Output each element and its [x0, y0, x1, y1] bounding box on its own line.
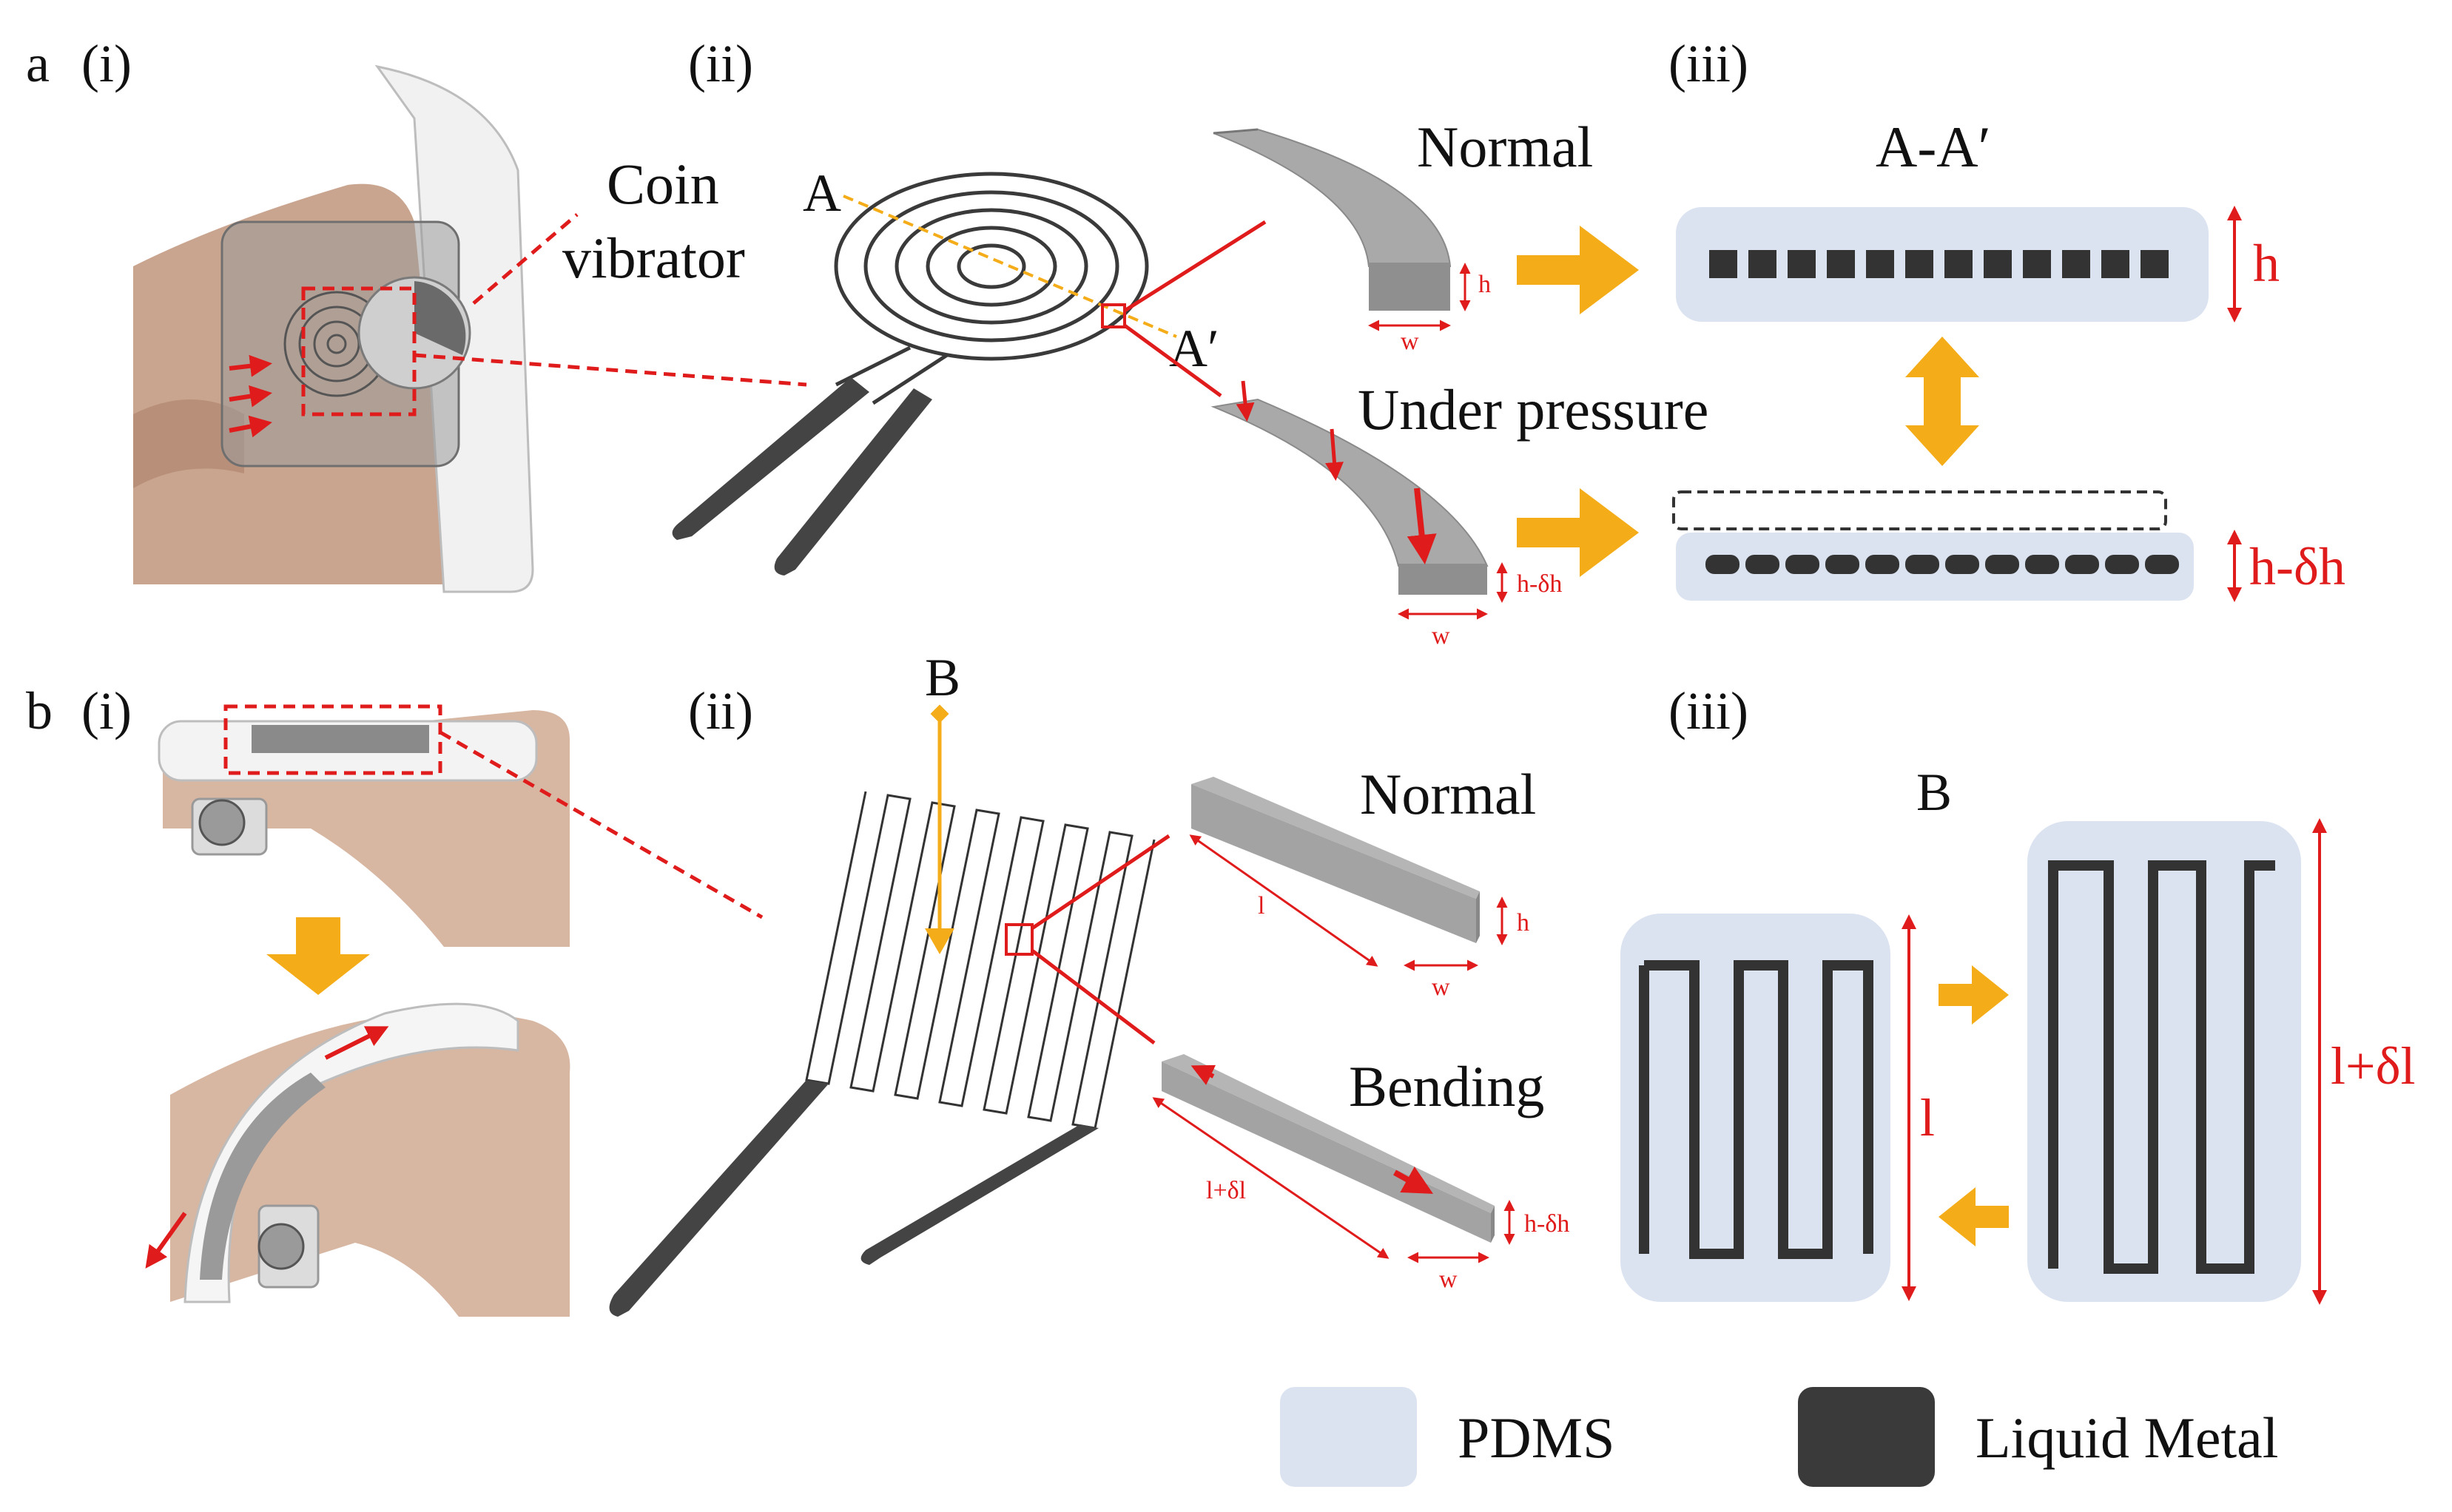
dim-w-small-a: w	[1401, 328, 1419, 355]
label-a: A	[803, 163, 841, 223]
zoom-box-b-ii	[1005, 923, 1034, 956]
yellow-double-arrow	[1905, 337, 1979, 466]
zoom-box-b	[223, 704, 442, 775]
finger-straight-illustration	[158, 704, 570, 947]
ring-device-illustration	[133, 64, 534, 593]
finger-bent-illustration	[145, 1002, 570, 1317]
dim-h-big: h	[2253, 234, 2280, 293]
yellow-arrow-normal	[1517, 226, 1639, 314]
panel-a-sub-ii: (ii)	[688, 34, 753, 93]
panel-b-sub-i: (i)	[81, 681, 132, 740]
panel-a: a (i) Coin vibrator (ii)	[26, 34, 2345, 649]
yellow-arrow-left-b	[1939, 1187, 2009, 1246]
panel-b-letter: b	[26, 681, 53, 740]
panel-b: b (i) (ii) B	[26, 648, 2416, 1317]
zoom-box-a	[301, 286, 417, 416]
spiral-lead-right	[774, 388, 932, 576]
metal-dashes-pressed	[1705, 555, 2179, 574]
dim-w-small-b: w	[1432, 973, 1450, 1001]
serpentine-lead-left	[609, 1080, 829, 1317]
dim-l-dl-big: l+δl	[2331, 1036, 2416, 1096]
coin-label-line1: Coin	[607, 152, 719, 216]
legend: PDMS Liquid Metal	[1280, 1387, 2278, 1487]
label-a-prime: A′	[1169, 319, 1219, 378]
dim-l-dl-small-b: l+δl	[1206, 1177, 1246, 1204]
label-under-pressure: Under pressure	[1358, 377, 1708, 442]
label-normal-b: Normal	[1360, 762, 1536, 826]
spiral-lead-left	[672, 377, 869, 540]
dim-l-small-b: l	[1258, 892, 1264, 919]
panel-b-sub-ii: (ii)	[688, 681, 753, 740]
dim-h-dh-big: h-δh	[2249, 537, 2345, 596]
yellow-arrow-down-b	[266, 917, 370, 995]
label-normal-a: Normal	[1417, 115, 1593, 179]
dim-h-small-a: h	[1478, 271, 1491, 298]
zoom-box-a-ii	[1101, 303, 1126, 328]
dim-w2-small-b: w	[1439, 1266, 1458, 1293]
dim-h-small-b: h	[1517, 909, 1529, 936]
coin-label-line2: vibrator	[562, 226, 745, 290]
panel-b-sub-iii: (iii)	[1668, 681, 1748, 740]
dim-l-big: l	[1920, 1088, 1935, 1147]
dim-h-dh-small-b: h-δh	[1524, 1210, 1569, 1238]
pdms-section-normal	[1676, 207, 2209, 322]
label-b: B	[925, 648, 960, 707]
dim-h-dh-small-a: h-δh	[1517, 570, 1562, 598]
dim-w2-small-a: w	[1432, 622, 1450, 649]
yellow-arrow-right-b	[1939, 965, 2009, 1025]
section-title-a: A-A′	[1876, 115, 1991, 179]
panel-a-sub-i: (i)	[81, 34, 132, 93]
pdms-serpentine-normal	[1620, 914, 1890, 1302]
panel-a-letter: a	[26, 34, 50, 93]
original-outline	[1672, 490, 2167, 530]
legend-swatch-pdms	[1280, 1387, 1417, 1487]
legend-label-liquid-metal: Liquid Metal	[1976, 1405, 2278, 1470]
section-line-a	[843, 195, 1177, 338]
spiral-sensor	[834, 172, 1149, 405]
section-title-b: B	[1916, 763, 1952, 822]
metal-dashes-normal	[1709, 250, 2169, 278]
serpentine-sensor	[805, 791, 1156, 1130]
panel-a-sub-iii: (iii)	[1668, 34, 1748, 93]
legend-label-pdms: PDMS	[1458, 1405, 1614, 1470]
serpentine-lead-right	[860, 1124, 1099, 1265]
yellow-arrow-pressure	[1517, 488, 1639, 577]
legend-swatch-liquid-metal	[1798, 1387, 1935, 1487]
pdms-serpentine-stretched	[2027, 821, 2301, 1302]
label-bending: Bending	[1349, 1054, 1544, 1118]
metal-serpentine-normal	[1639, 960, 1873, 1259]
bar-normal-a	[1213, 128, 1452, 311]
metal-serpentine-stretched	[2048, 860, 2275, 1274]
